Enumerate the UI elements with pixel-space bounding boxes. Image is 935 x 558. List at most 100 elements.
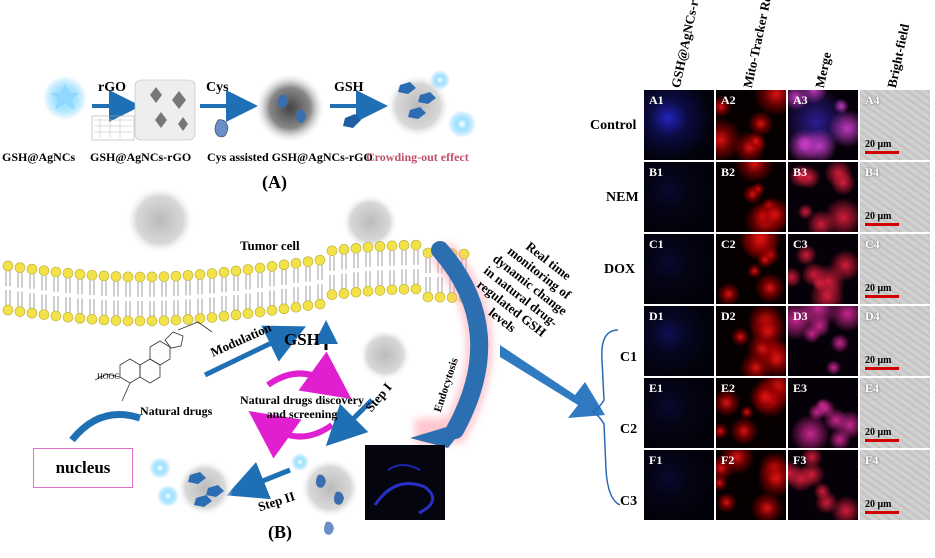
lipid-head [74, 313, 86, 324]
panel-tag: E3 [793, 381, 808, 395]
lipid-head [302, 256, 314, 267]
caption-gsh-agncs-rgo: GSH@AgNCs-rGO [90, 150, 192, 164]
lipid-head [122, 315, 134, 327]
lipid-head [134, 271, 146, 283]
scale-bar-line [865, 295, 899, 298]
lipid-head [206, 312, 218, 323]
micrograph-cell: D4 20 μm [860, 306, 930, 376]
lipid-head [2, 304, 14, 316]
lipid-head [290, 257, 302, 269]
column-header: Bright-field [884, 22, 913, 90]
cycle-arrow-bottom [248, 411, 334, 459]
micrograph-cell: A2 [716, 90, 786, 160]
micrograph-cell: B1 [644, 162, 714, 232]
row-label: C2 [620, 422, 638, 437]
scale-bar-label: 20 μm [865, 139, 892, 150]
tumor-cell-label: Tumor cell [240, 238, 300, 253]
lipid-head [218, 266, 230, 278]
micrograph-cell: D1 [644, 306, 714, 376]
panel-b-tag: (B) [268, 522, 292, 542]
lipid-head [38, 309, 50, 320]
lipid-head [26, 263, 38, 275]
lipid-head [338, 244, 350, 255]
scale-bar-line [865, 151, 899, 154]
lipid-head [350, 286, 362, 298]
lipid-head [50, 310, 62, 322]
panel-tag: E2 [721, 381, 736, 395]
panel-tag: D4 [865, 309, 880, 323]
panel-tag: A3 [793, 93, 808, 107]
cycle-arrow-top [266, 351, 352, 399]
lipid-head [206, 268, 218, 279]
panel-tag: F2 [721, 453, 735, 467]
sample-bracket [589, 329, 620, 506]
lipid-head [314, 298, 326, 310]
micrograph-cell: E3 [788, 378, 858, 448]
row-label: C1 [620, 350, 638, 365]
cell-membrane [2, 239, 470, 327]
agncs-nanocluster-icon [43, 76, 87, 120]
lipid-head [410, 239, 422, 251]
lipid-head [278, 259, 290, 271]
lipid-head [170, 270, 182, 282]
cys-molecule-icon [214, 119, 229, 138]
lipid-head [350, 242, 362, 254]
lipid-head [278, 303, 290, 315]
scale-bar: 20 μm [865, 427, 899, 442]
micrograph-cell: E2 [716, 378, 786, 448]
internalized-particle [359, 329, 411, 381]
step1-arrow [325, 398, 374, 447]
lipid-head [158, 271, 170, 282]
scale-bar-label: 20 μm [865, 499, 892, 510]
step2-particle [291, 453, 360, 535]
agncs-rgo-composite-icon [134, 79, 196, 141]
panel-tag: F1 [649, 453, 663, 467]
lipid-head [266, 261, 278, 272]
panel-tag: C1 [649, 237, 664, 251]
nucleus-membrane-arc [69, 411, 142, 443]
micrograph-cell: E4 20 μm [860, 378, 930, 448]
scale-bar-line [865, 223, 899, 226]
caption-cys-assisted: Cys assisted GSH@AgNCs-rGO [207, 150, 373, 164]
lipid-head [74, 269, 86, 280]
panel-tag: A2 [721, 93, 736, 107]
lipid-head [434, 291, 446, 303]
lipid-head [338, 288, 350, 299]
micrograph-cell: D2 [716, 306, 786, 376]
scale-bar-label: 20 μm [865, 427, 892, 438]
micrograph-cell: A1 [644, 90, 714, 160]
panel-tag: E4 [865, 381, 880, 395]
panel-tag: C4 [865, 237, 880, 251]
lipid-head [314, 254, 326, 266]
composite-particle-right [342, 194, 398, 250]
lipid-head [182, 270, 194, 281]
panel-a-tag: (A) [262, 172, 287, 192]
scale-bar-label: 20 μm [865, 355, 892, 366]
lipid-head [194, 269, 206, 280]
column-header: GSH@AgNCs-rGO [668, 0, 706, 90]
natural-drugs-label: Natural drugs [140, 404, 213, 418]
lipid-head [362, 241, 374, 253]
released-nanoclusters [149, 457, 233, 516]
lipid-head [242, 308, 254, 319]
step-label-gsh: GSH [334, 80, 364, 95]
lipid-head [146, 315, 158, 327]
endocytosis-arrow [431, 241, 489, 439]
micrograph-cell: E1 [644, 378, 714, 448]
lipid-head [98, 314, 110, 326]
natural-drug-structure [94, 321, 213, 402]
panel-tag: C2 [721, 237, 736, 251]
modulation-arrow [203, 325, 307, 378]
row-label: C3 [620, 494, 638, 509]
composite-particle-left [126, 186, 194, 254]
panel-tag: B2 [721, 165, 736, 179]
lipid-head [110, 315, 122, 326]
discovery-label: Natural drugs discovery and screening [240, 393, 364, 421]
gsh-label: GSH [284, 330, 320, 349]
lipid-head [170, 314, 182, 326]
nucleus-label: nucleus [55, 458, 111, 477]
lipid-head [290, 301, 302, 313]
